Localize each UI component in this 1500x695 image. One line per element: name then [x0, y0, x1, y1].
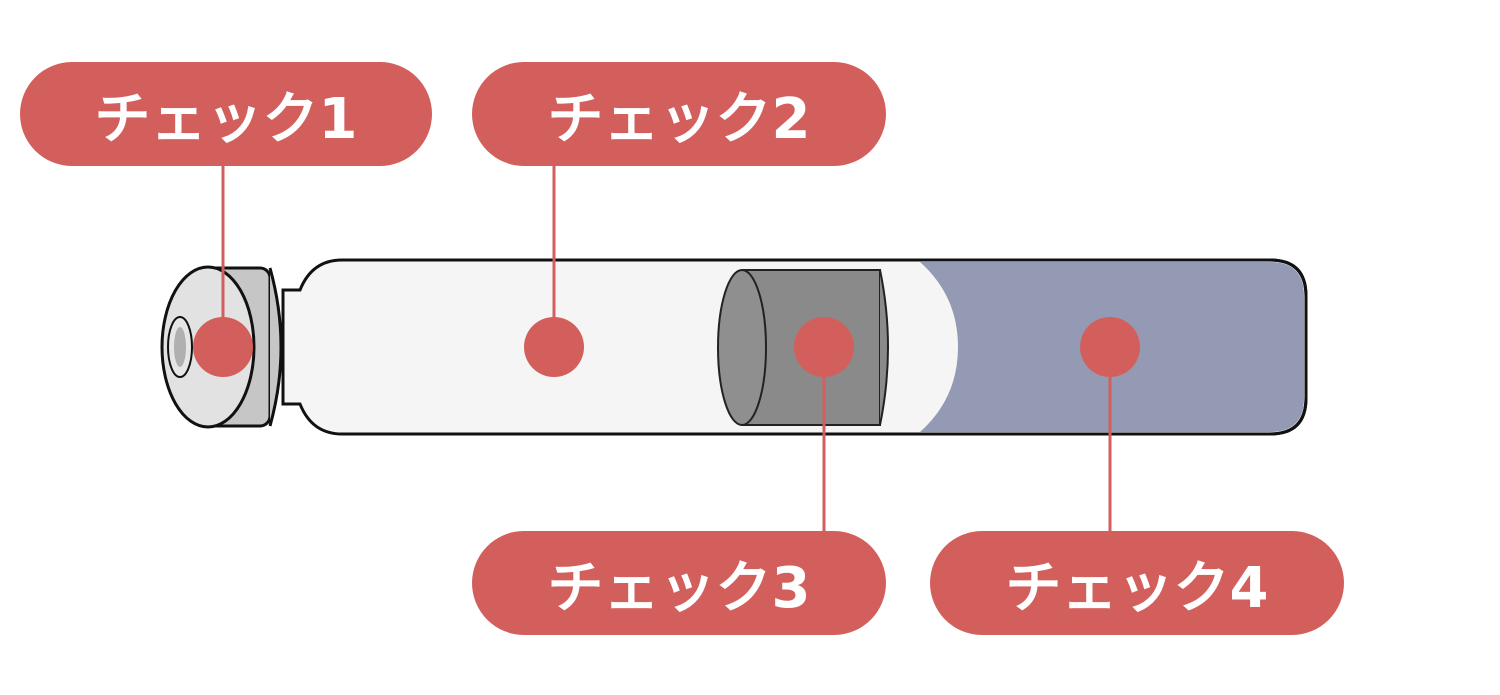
check-label-4: チェック4	[930, 531, 1344, 635]
marker-dot-1	[193, 317, 253, 377]
check-label-1: チェック1	[20, 62, 432, 166]
marker-dot-3	[794, 317, 854, 377]
inner-cylinder	[717, 269, 889, 426]
marker-dot-2	[524, 317, 584, 377]
tube-end-outline	[920, 258, 1308, 436]
marker-dot-4	[1080, 317, 1140, 377]
check-label-2: チェック2	[472, 62, 886, 166]
check-label-3: チェック3	[472, 531, 886, 635]
